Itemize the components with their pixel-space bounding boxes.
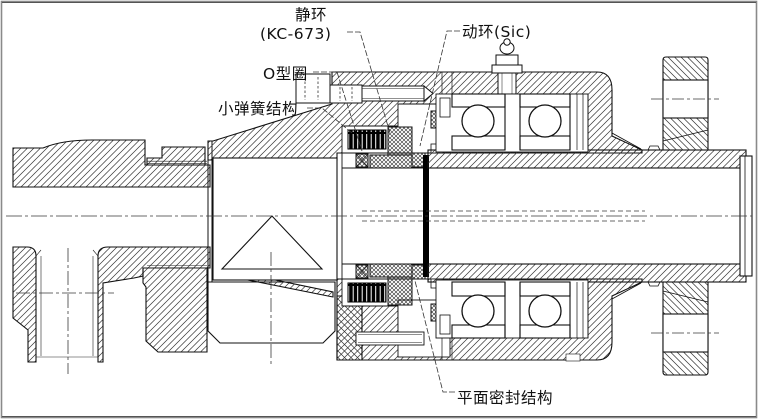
bearing-bore-top xyxy=(435,93,589,153)
bottom-plug-face xyxy=(207,281,336,344)
label-spring: 小弹簧结构 xyxy=(218,100,298,118)
housing-lip-lines xyxy=(565,132,642,362)
leader-static-ring xyxy=(347,31,391,134)
leader-o-ring xyxy=(313,71,363,152)
label-static-ring-line2: (KC-673) xyxy=(260,25,331,43)
spring-seat-hole-bottom xyxy=(355,331,425,346)
static-ring xyxy=(369,126,413,306)
label-static-ring-line1: 静环 xyxy=(295,6,327,24)
annotation-leaders xyxy=(307,30,460,393)
small-spring-top xyxy=(347,129,387,150)
ball-bearings-bottom xyxy=(439,281,589,360)
elbow-thread-lines xyxy=(35,160,207,358)
bearing-bore-bottom xyxy=(435,279,589,339)
label-face-seal: 平面密封结构 xyxy=(457,389,553,407)
leader-face-seal xyxy=(413,276,455,393)
ball-bearings-top xyxy=(439,72,589,151)
small-spring-bottom xyxy=(347,282,387,303)
mounting-flange xyxy=(662,56,709,376)
union-washer xyxy=(207,141,213,287)
centerlines xyxy=(6,98,752,374)
annotation-labels: 静环 (KC-673) 动环(Sic) O型圈 小弹簧结构 平面密封结构 xyxy=(218,6,553,407)
leader-spring xyxy=(307,107,353,134)
label-o-ring: O型圈 xyxy=(263,65,308,83)
leader-rotating-ring xyxy=(419,30,460,147)
grease-nipple xyxy=(491,38,523,95)
label-rotating-ring: 动环(Sic) xyxy=(462,23,531,41)
flow-deflector-cone xyxy=(220,215,324,270)
elbow-fitting-section xyxy=(12,139,211,363)
